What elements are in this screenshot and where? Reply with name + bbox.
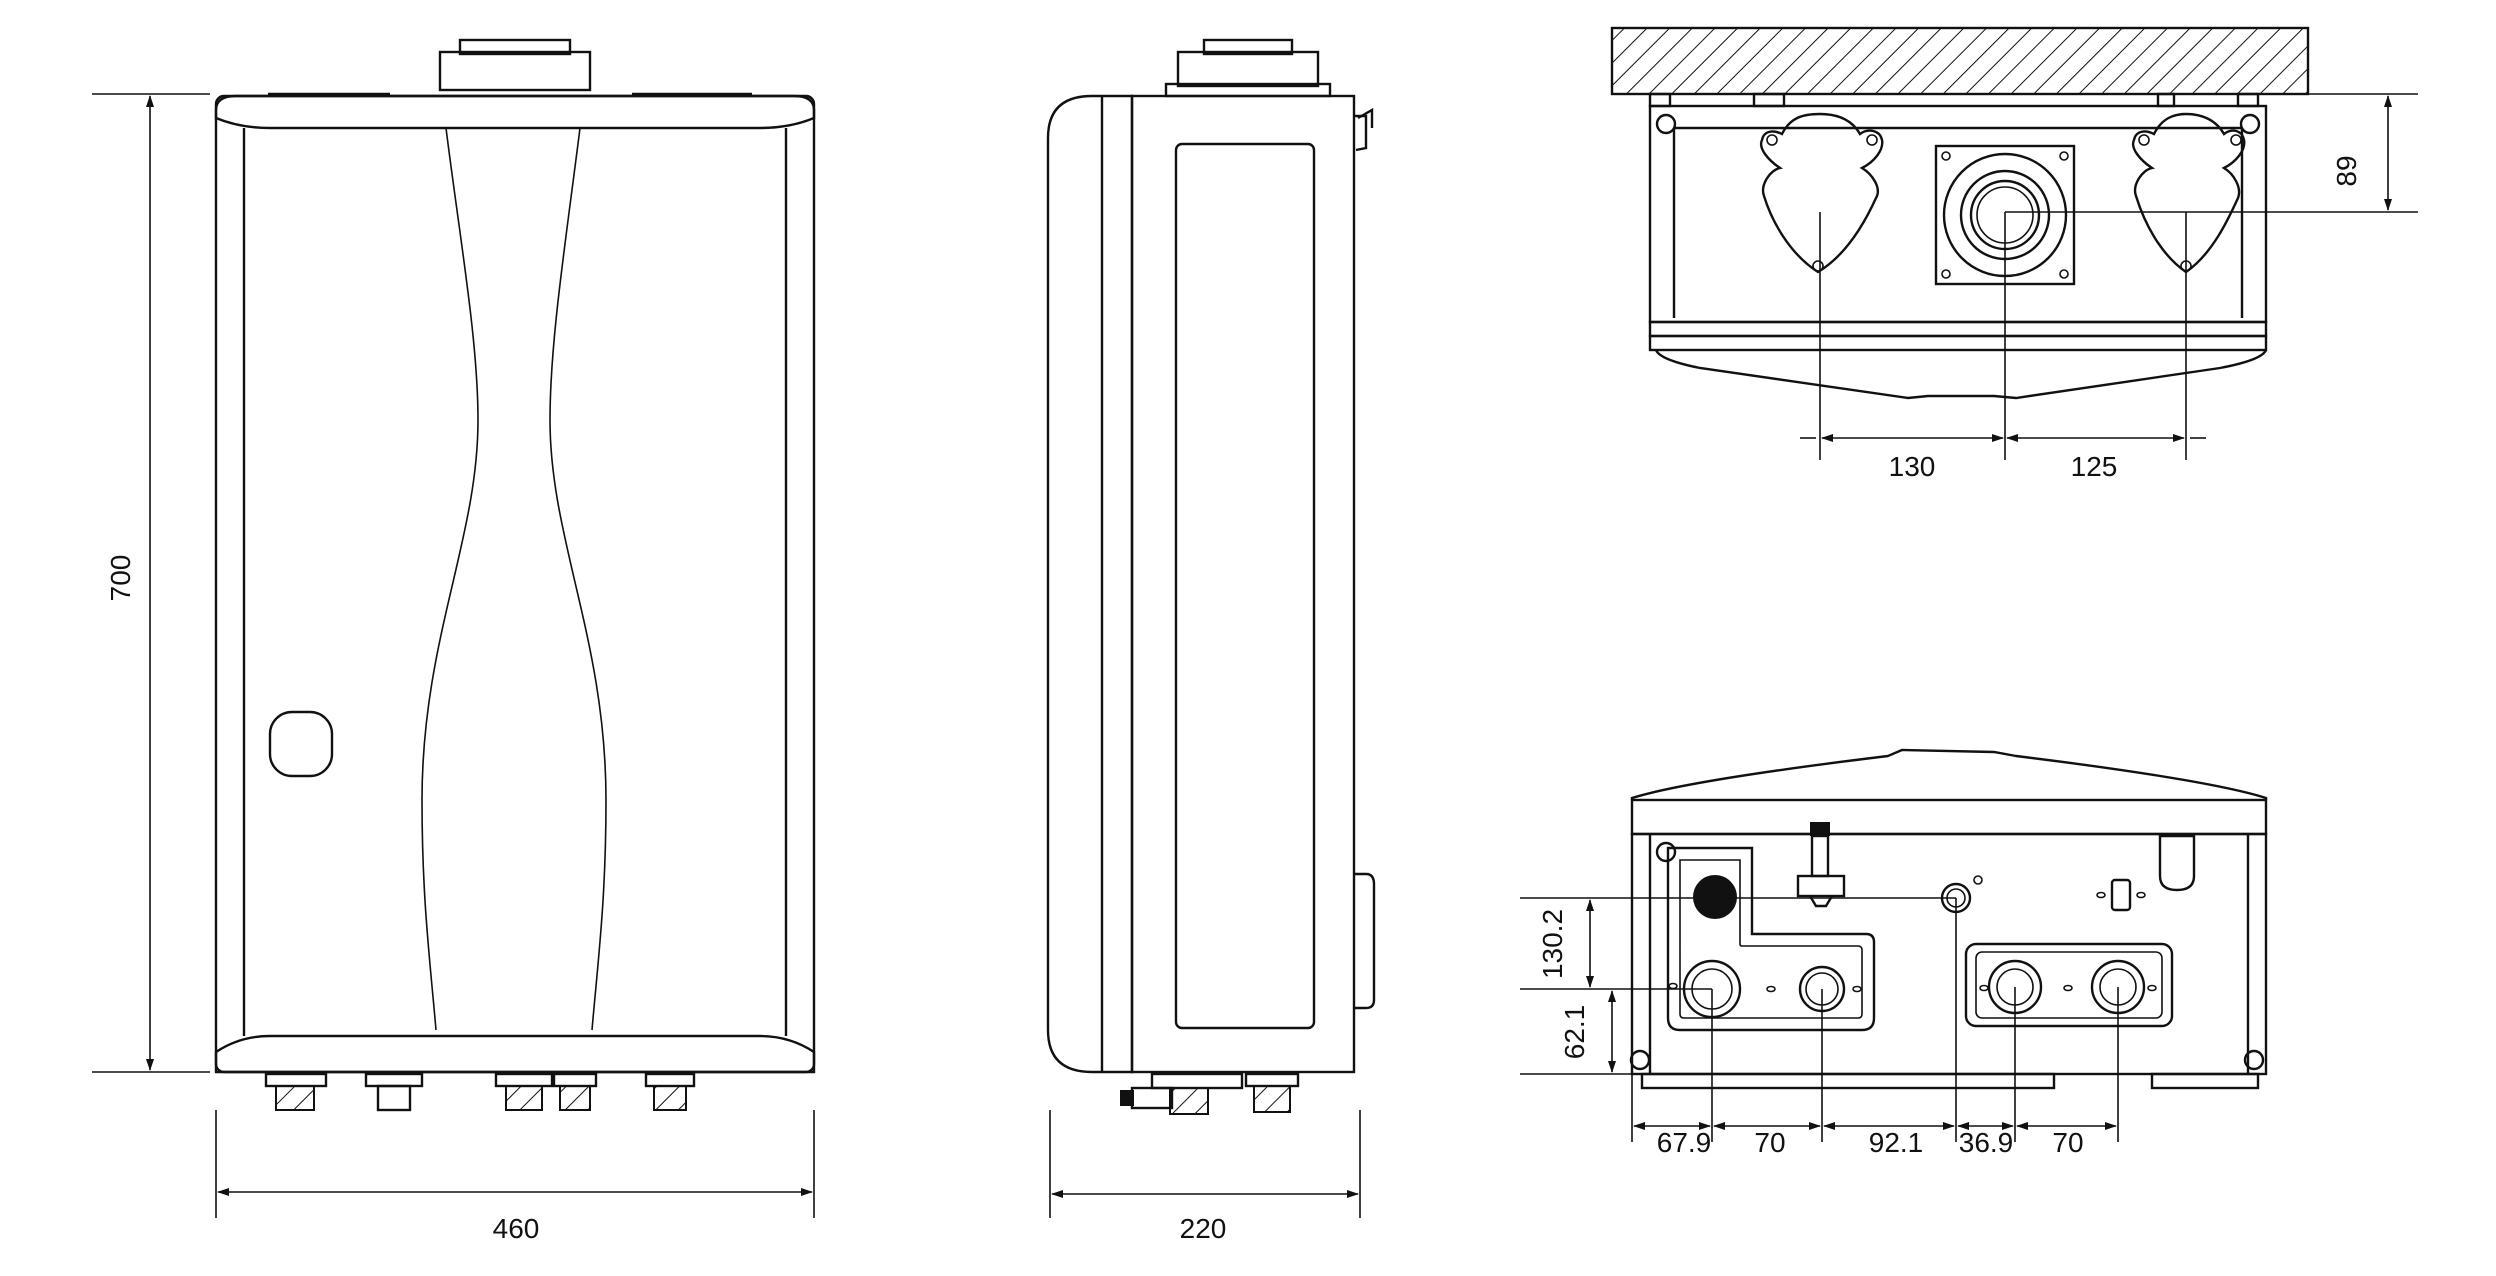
bottom-horizontal-label-2: 70 [1754,1127,1785,1158]
front-pipe-fittings [264,1072,696,1112]
side-pipe-fittings [1120,1072,1300,1115]
bottom-vertical-label-1: 130.2 [1537,909,1568,979]
wall-hatching [1610,26,2310,96]
top-offset-left-label: 130 [1889,451,1936,482]
front-view: 700 460 [92,38,816,1244]
front-height-label: 700 [105,555,136,602]
top-view: 130 125 89 [1610,26,2418,482]
bottom-left-panel [1666,846,1876,1032]
bottom-vertical-label-2: 62.1 [1559,1005,1590,1060]
top-left-connector [1759,112,1884,274]
top-offset-right-label: 125 [2071,451,2118,482]
bottom-horizontal-label-1: 67.9 [1657,1127,1712,1158]
side-view: 220 [1046,38,1376,1244]
bottom-right-panel [1964,942,2174,1028]
top-right-connector [2131,112,2246,274]
bottom-horizontal-label-5: 70 [2052,1127,2083,1158]
side-depth-label: 220 [1180,1213,1227,1244]
bottom-view: 130.2 62.1 67.9 70 92.1 36.9 70 [1520,748,2268,1158]
front-width-label: 460 [493,1213,540,1244]
gas-inlet-dark [1693,875,1737,919]
bottom-horizontal-label-3: 92.1 [1869,1127,1924,1158]
bottom-horizontal-label-4: 36.9 [1959,1127,2014,1158]
top-wall-offset-label: 89 [2331,155,2362,186]
